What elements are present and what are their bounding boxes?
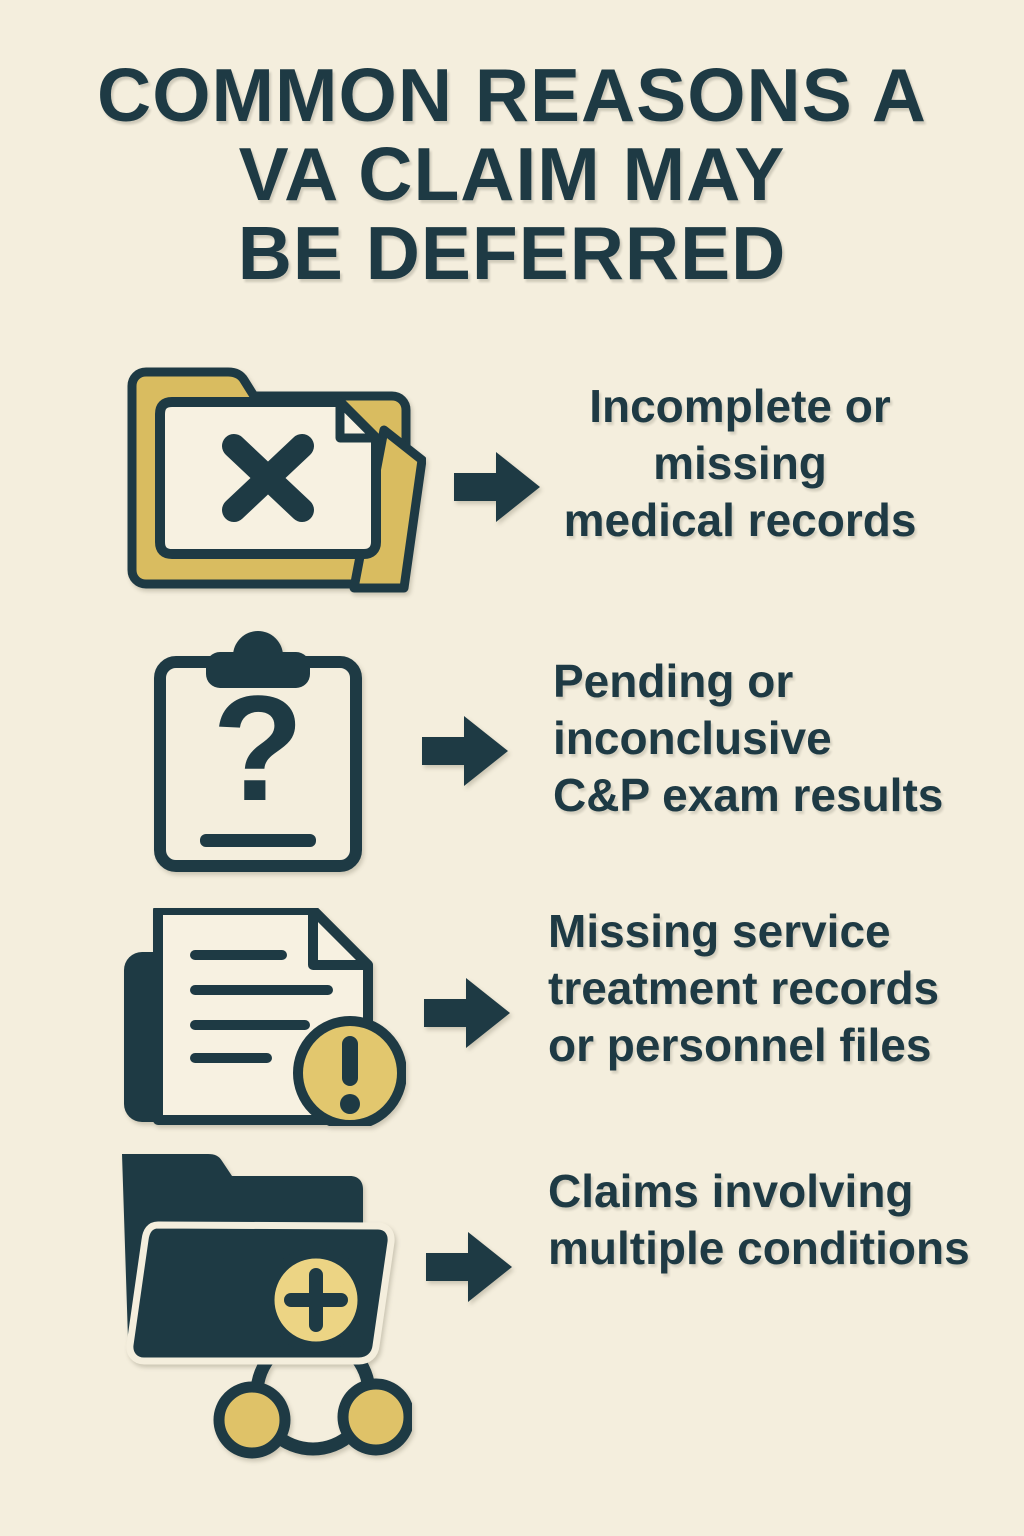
- reason-2-line-3: C&P exam results: [553, 769, 944, 821]
- reason-2-text: Pending or inconclusive C&P exam results: [553, 653, 943, 824]
- folder-x-icon: [116, 340, 426, 600]
- reason-3-line-2: treatment records: [548, 962, 940, 1014]
- arrow-right-icon: [452, 450, 544, 524]
- title-line-1: COMMON REASONS A: [97, 53, 927, 137]
- reason-3-line-3: or personnel files: [548, 1019, 932, 1071]
- arrow-right-icon: [424, 976, 512, 1050]
- reason-2-line-1: Pending or: [553, 655, 794, 707]
- folder-add-multiple-icon: [112, 1148, 412, 1460]
- title-line-2: VA CLAIM MAY: [238, 132, 786, 216]
- document-alert-icon: [120, 908, 406, 1126]
- reason-4-text: Claims involving multiple conditions: [548, 1163, 970, 1277]
- reason-3-text: Missing service treatment records or per…: [548, 903, 939, 1074]
- clipboard-question-icon: ?: [148, 622, 368, 878]
- reason-1-line-3: medical records: [563, 494, 917, 546]
- arrow-right-icon: [422, 714, 510, 788]
- reason-4-line-1: Claims involving: [548, 1165, 914, 1217]
- page-title: COMMON REASONS A VA CLAIM MAY BE DEFERRE…: [0, 56, 1024, 293]
- reason-4-line-2: multiple conditions: [548, 1222, 970, 1274]
- reason-2-line-2: inconclusive: [553, 712, 832, 764]
- question-mark-glyph: ?: [212, 664, 304, 832]
- reason-1-text: Incomplete or missing medical records: [520, 378, 960, 549]
- arrow-right-icon: [426, 1230, 514, 1304]
- reason-3-line-1: Missing service: [548, 905, 891, 957]
- title-line-3: BE DEFERRED: [237, 211, 787, 295]
- reason-1-line-2: missing: [653, 437, 827, 489]
- reason-1-line-1: Incomplete or: [589, 380, 891, 432]
